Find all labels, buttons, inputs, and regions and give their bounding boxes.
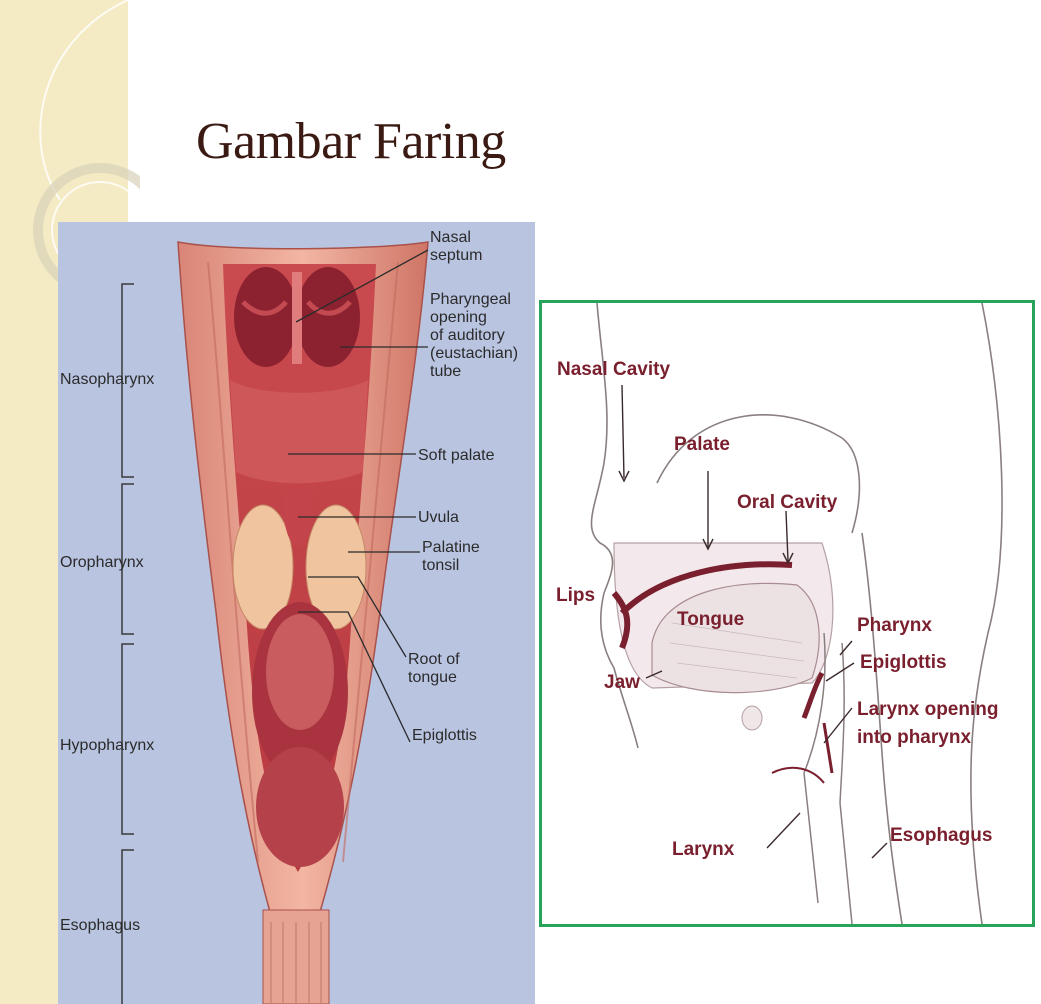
label-tongue: Tongue (677, 609, 744, 630)
label-epiglottis-left: Epiglottis (412, 727, 477, 744)
label-nasal-septum: Nasal septum (430, 229, 482, 264)
label-larynx: Larynx (672, 839, 735, 860)
label-pharynx: Pharynx (857, 615, 932, 636)
label-palatine-tonsil: Palatine tonsil (422, 539, 484, 574)
slide-title: Gambar Faring (196, 112, 506, 171)
label-uvula: Uvula (418, 509, 459, 526)
label-esophagus-region: Esophagus (60, 917, 140, 934)
label-root-of-tongue: Root of tongue (408, 651, 464, 686)
label-palate: Palate (674, 434, 730, 455)
pharynx-posterior-diagram: Nasopharynx Oropharynx Hypopharynx Esoph… (58, 222, 535, 1004)
label-oropharynx: Oropharynx (60, 554, 144, 571)
label-auditory-tube: Pharyngeal opening of auditory (eustachi… (430, 291, 523, 380)
label-nasopharynx: Nasopharynx (60, 371, 154, 388)
pharynx-illustration: Nasopharynx Oropharynx Hypopharynx Esoph… (58, 222, 535, 1004)
label-nasal-cavity: Nasal Cavity (557, 359, 670, 380)
label-esophagus-right: Esophagus (890, 825, 992, 846)
label-jaw: Jaw (604, 672, 640, 693)
label-lips: Lips (556, 585, 595, 606)
sagittal-head-diagram: Nasal Cavity Palate Oral Cavity Lips Ton… (539, 300, 1035, 927)
label-larynx-opening: Larynx opening into pharynx (857, 699, 1004, 748)
sagittal-illustration: Nasal Cavity Palate Oral Cavity Lips Ton… (542, 303, 1032, 924)
region-brackets (122, 284, 134, 1004)
label-epiglottis-right: Epiglottis (860, 652, 947, 673)
nasal-choanae (234, 267, 360, 367)
label-soft-palate: Soft palate (418, 447, 495, 464)
label-hypopharynx: Hypopharynx (60, 737, 154, 754)
label-oral-cavity: Oral Cavity (737, 492, 838, 513)
